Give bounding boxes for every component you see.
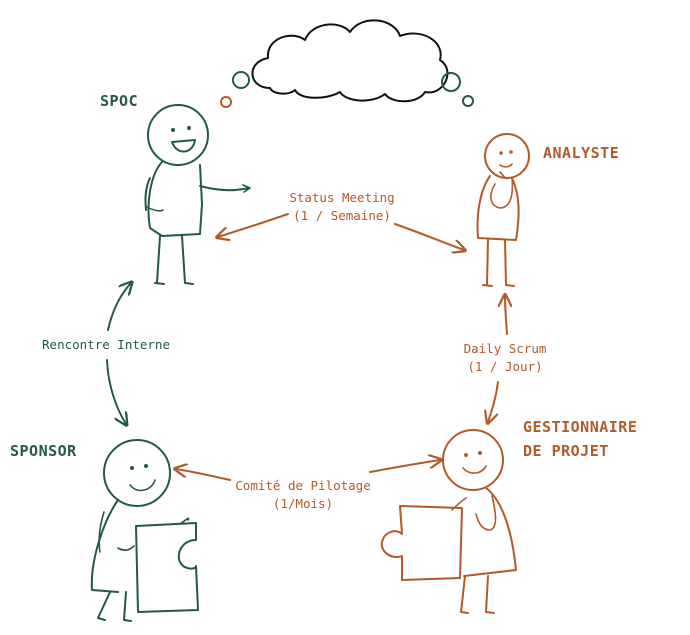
status-meeting-connector: Status Meeting (1 / Semaine) bbox=[218, 190, 464, 250]
comite-pilotage-connector: Comité de Pilotage (1/Mois) bbox=[176, 460, 440, 511]
comite-pilotage-label: Comité de Pilotage bbox=[235, 478, 370, 493]
rencontre-interne-label: Rencontre Interne bbox=[42, 337, 170, 352]
spoc-label: SPOC bbox=[100, 92, 138, 110]
puzzle-piece-icon bbox=[135, 522, 199, 613]
gestionnaire-label-line1: GESTIONNAIRE bbox=[523, 418, 637, 436]
comite-pilotage-frequency: (1/Mois) bbox=[273, 496, 333, 511]
gestionnaire-figure: GESTIONNAIRE DE PROJET bbox=[380, 418, 637, 614]
daily-scrum-label: Daily Scrum bbox=[464, 341, 547, 356]
thought-cloud-icon bbox=[220, 19, 474, 108]
stick-figure-icon bbox=[144, 104, 251, 285]
spoc-figure: SPOC bbox=[100, 92, 251, 285]
stick-figure-icon bbox=[442, 429, 517, 614]
status-meeting-frequency: (1 / Semaine) bbox=[293, 208, 391, 223]
daily-scrum-connector: Daily Scrum (1 / Jour) bbox=[464, 296, 547, 422]
sponsor-figure: SPONSOR bbox=[10, 439, 199, 622]
gestionnaire-label-line2: DE PROJET bbox=[523, 442, 609, 460]
analyste-label: ANALYSTE bbox=[543, 144, 619, 162]
status-meeting-label: Status Meeting bbox=[289, 190, 394, 205]
puzzle-piece-icon bbox=[380, 505, 463, 581]
analyste-figure: ANALYSTE bbox=[476, 133, 619, 287]
stick-figure-icon bbox=[476, 133, 530, 287]
rencontre-interne-connector: Rencontre Interne bbox=[42, 283, 170, 424]
stick-figure-icon bbox=[90, 439, 190, 622]
sponsor-label: SPONSOR bbox=[10, 442, 77, 460]
daily-scrum-frequency: (1 / Jour) bbox=[467, 359, 542, 374]
